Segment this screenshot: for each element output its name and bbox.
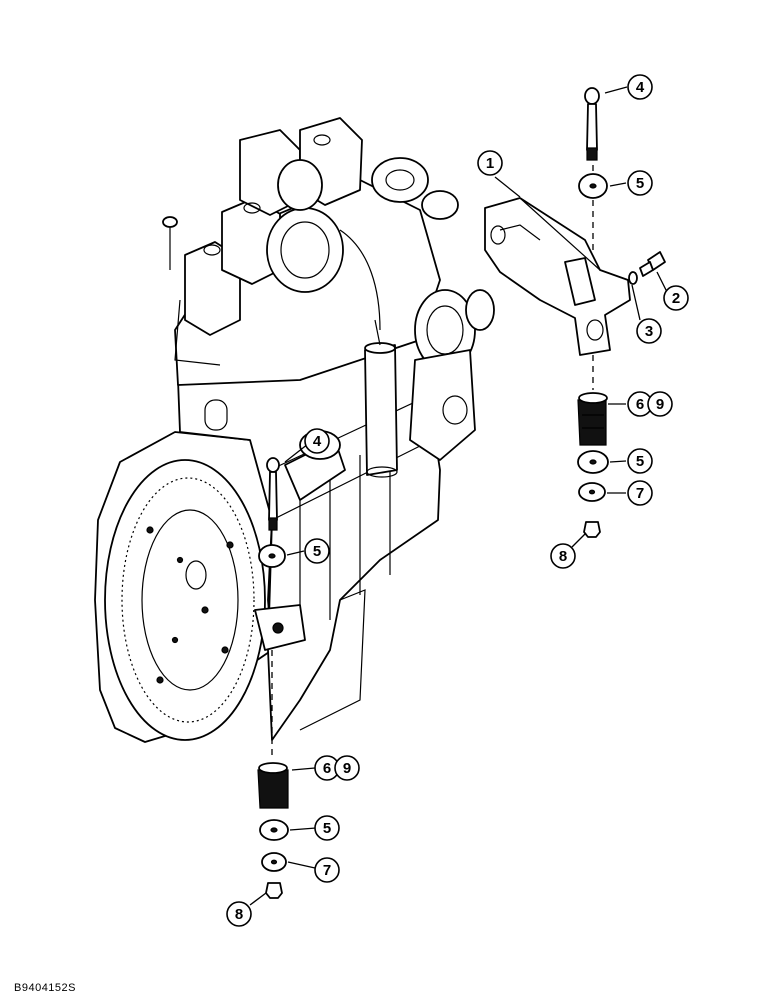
callout-1: 1 [477, 150, 503, 176]
right-rebound-washer [578, 482, 606, 502]
side-bolt [639, 251, 666, 277]
svg-text:7: 7 [323, 862, 331, 879]
callout-7-right: 7 [627, 480, 653, 506]
callout-4-left: 4 [304, 428, 330, 454]
svg-text:1: 1 [486, 155, 494, 172]
svg-text:5: 5 [636, 175, 644, 192]
svg-text:8: 8 [559, 548, 567, 565]
callout-2: 2 [663, 285, 689, 311]
callout-8-bottom: 8 [226, 901, 252, 927]
svg-text:5: 5 [313, 543, 321, 560]
bottom-nut [265, 882, 283, 899]
svg-text:2: 2 [672, 290, 680, 307]
svg-text:7: 7 [636, 485, 644, 502]
callout-3: 3 [636, 318, 662, 344]
svg-text:5: 5 [323, 820, 331, 837]
callout-5-right: 5 [627, 448, 653, 474]
svg-text:4: 4 [313, 433, 322, 450]
left-bolt [266, 457, 280, 531]
left-washer [258, 544, 286, 568]
callout-8-right: 8 [550, 543, 576, 569]
engine-illustration [94, 117, 495, 743]
callout-6-bottom: 6 [314, 755, 340, 781]
bottom-rebound-washer [261, 852, 287, 872]
svg-text:3: 3 [645, 323, 653, 340]
svg-text:8: 8 [235, 906, 243, 923]
svg-text:4: 4 [636, 79, 645, 96]
mounting-bracket [484, 197, 631, 356]
turbocharger [266, 159, 381, 331]
flywheel-housing [94, 431, 276, 743]
callout-6-right: 6 [627, 391, 653, 417]
top-washer [578, 173, 608, 199]
leader-lines [249, 86, 669, 906]
callout-9-right: 9 [647, 391, 673, 417]
right-isolator [577, 392, 608, 446]
right-washer [577, 450, 609, 474]
callout-5-top: 5 [627, 170, 653, 196]
oil-filter [364, 319, 398, 478]
top-bolt [584, 87, 600, 161]
callout-7-bottom: 7 [314, 857, 340, 883]
bottom-washer [259, 819, 289, 841]
drawing-number: B9404152S [14, 982, 76, 994]
svg-text:6: 6 [323, 760, 331, 777]
callout-5-left: 5 [304, 538, 330, 564]
svg-text:6: 6 [636, 396, 644, 413]
right-nut [583, 521, 601, 538]
bottom-isolator [257, 762, 289, 809]
svg-text:9: 9 [656, 396, 664, 413]
side-washer [628, 271, 638, 285]
callout-9-bottom: 9 [334, 755, 360, 781]
callout-5-bottom: 5 [314, 815, 340, 841]
svg-text:5: 5 [636, 453, 644, 470]
front-accessories [371, 157, 495, 461]
callout-4-top: 4 [627, 74, 653, 100]
svg-text:9: 9 [343, 760, 351, 777]
